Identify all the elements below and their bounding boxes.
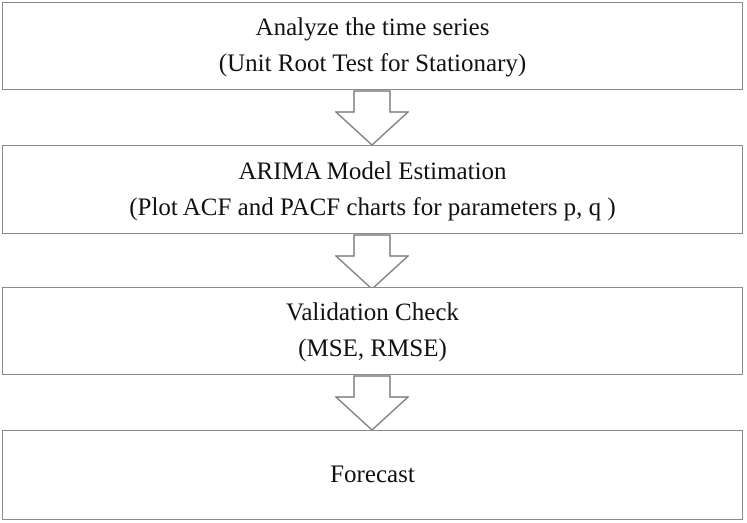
step-subtitle: (MSE, RMSE) (298, 335, 447, 362)
down-arrow-icon (335, 90, 409, 146)
down-arrow-icon (335, 375, 409, 431)
down-arrow-icon (335, 234, 409, 290)
step-forecast: Forecast (2, 430, 743, 520)
step-arima-model-estimation: ARIMA Model Estimation (Plot ACF and PAC… (2, 145, 743, 234)
step-analyze-time-series: Analyze the time series (Unit Root Test … (2, 2, 743, 90)
step-title: Validation Check (286, 299, 459, 326)
step-subtitle: (Plot ACF and PACF charts for parameters… (129, 193, 616, 221)
step-title: ARIMA Model Estimation (238, 157, 507, 185)
step-title: Forecast (330, 461, 415, 488)
step-title: Analyze the time series (255, 14, 490, 41)
step-validation-check: Validation Check (MSE, RMSE) (2, 287, 743, 375)
step-subtitle: (Unit Root Test for Stationary) (218, 50, 527, 77)
